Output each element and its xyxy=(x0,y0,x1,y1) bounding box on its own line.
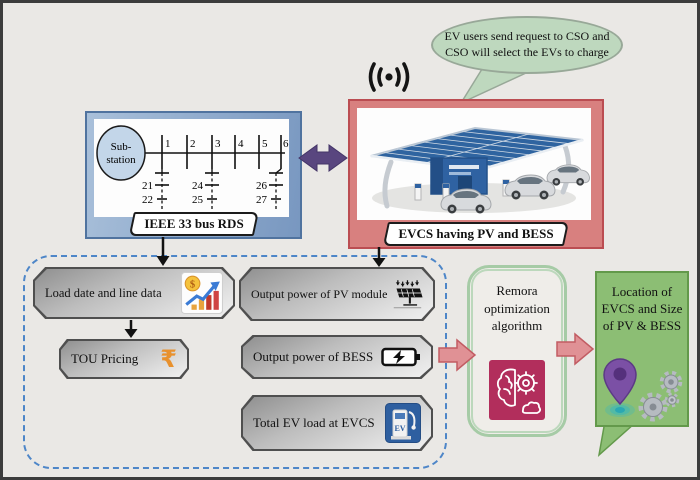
svg-text:5: 5 xyxy=(262,138,268,150)
svg-text:4: 4 xyxy=(238,138,244,150)
battery-icon xyxy=(381,347,420,367)
svg-text:EV: EV xyxy=(394,424,405,433)
pv-output-label: Output power of PV module xyxy=(251,286,388,301)
gear-tiny xyxy=(664,392,680,408)
cso-speech-bubble: EV users send request to CSO and CSO wil… xyxy=(431,16,623,74)
evcs-caption: EVCS having PV and BESS xyxy=(398,226,554,241)
gear-small xyxy=(659,370,683,394)
growth-chart-icon: $ xyxy=(181,272,223,314)
location-pin-icon xyxy=(603,358,637,417)
bus-numbers: 1 2 3 4 5 6 xyxy=(165,138,289,150)
svg-text:24: 24 xyxy=(192,180,204,192)
result-box: Location of EVCS and Size of PV & BESS xyxy=(595,271,689,427)
substation-label: Sub- station xyxy=(106,141,136,166)
svg-text:1: 1 xyxy=(165,138,171,150)
svg-text:25: 25 xyxy=(192,194,204,206)
result-label: Location of EVCS and Size of PV & BESS xyxy=(601,284,683,333)
solar-carport-image xyxy=(370,126,590,214)
input-box-ev-load: Total EV load at EVCS EV xyxy=(241,395,433,451)
svg-text:$: $ xyxy=(190,280,195,291)
ev-load-label: Total EV load at EVCS xyxy=(253,415,375,430)
bess-container xyxy=(430,157,488,195)
input-box-tou-pricing: TOU Pricing ₹ xyxy=(59,339,189,379)
rds-caption-banner: IEEE 33 bus RDS xyxy=(128,212,259,236)
branch-feeders xyxy=(155,168,283,209)
rupee-icon: ₹ xyxy=(160,345,177,373)
input-box-bess-output: Output power of BESS xyxy=(241,335,433,379)
rds-caption: IEEE 33 bus RDS xyxy=(143,216,244,231)
tou-pricing-label: TOU Pricing xyxy=(71,351,139,366)
bus-network-diagram: 1 2 3 4 5 6 xyxy=(96,125,289,209)
gears-icon xyxy=(638,370,683,422)
remora-algorithm-box: Remora optimization algorithm xyxy=(467,265,567,437)
svg-text:22: 22 xyxy=(142,194,153,206)
svg-text:Sub-: Sub- xyxy=(111,141,132,153)
rds-box: 1 2 3 4 5 6 xyxy=(85,111,302,239)
ev-charger-icon: EV xyxy=(385,403,421,443)
load-line-data-label: Load date and line data xyxy=(45,285,162,300)
evcs-photo-panel xyxy=(357,108,591,220)
input-box-pv-output: Output power of PV module xyxy=(239,267,435,321)
rds-diagram-panel: 1 2 3 4 5 6 xyxy=(94,119,289,217)
bus-ticks xyxy=(161,135,282,169)
svg-text:21: 21 xyxy=(142,180,153,192)
wireless-signal-icon xyxy=(368,62,410,92)
evcs-box: EVCS having PV and BESS xyxy=(348,99,604,249)
double-arrow-rds-evcs xyxy=(298,144,348,172)
cso-speech-bubble-text: EV users send request to CSO and CSO wil… xyxy=(444,29,610,59)
svg-text:26: 26 xyxy=(256,180,268,192)
gear-big xyxy=(638,392,668,422)
svg-text:27: 27 xyxy=(256,194,268,206)
remora-algorithm-label: Remora optimization algorithm xyxy=(484,283,550,334)
input-box-load-line-data: Load date and line data $ xyxy=(33,267,235,319)
evcs-caption-banner: EVCS having PV and BESS xyxy=(382,222,570,246)
svg-text:2: 2 xyxy=(190,138,196,150)
svg-text:station: station xyxy=(106,154,136,166)
bess-output-label: Output power of BESS xyxy=(253,349,374,364)
solar-panel-icon xyxy=(394,280,423,309)
ai-brain-gear-icon xyxy=(489,360,545,420)
branch-numbers: 21 22 24 25 26 27 xyxy=(142,180,268,206)
svg-text:3: 3 xyxy=(215,138,221,150)
svg-text:6: 6 xyxy=(283,138,289,150)
substation-ellipse xyxy=(96,125,146,181)
